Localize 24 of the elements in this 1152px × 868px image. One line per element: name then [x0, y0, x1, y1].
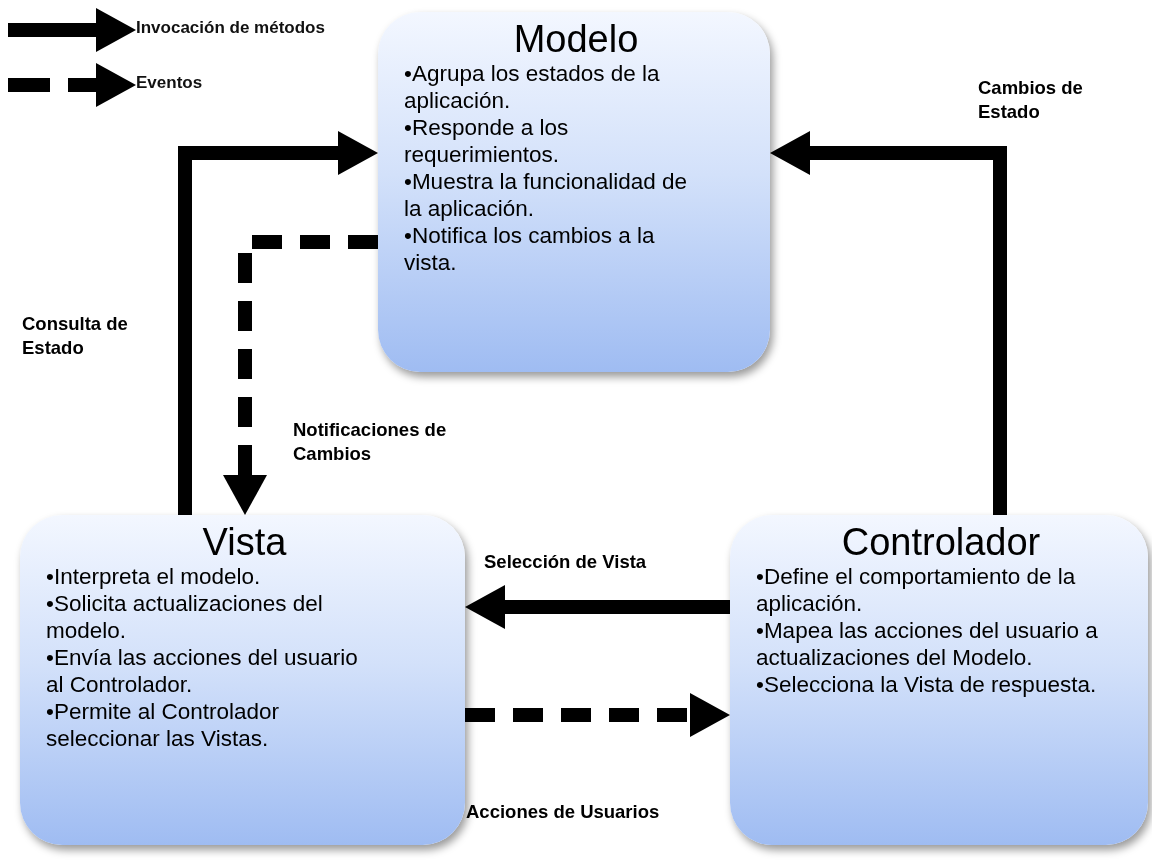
bullet-text: •Responde a los requerimientos. — [404, 114, 570, 168]
box-title: Modelo — [512, 18, 640, 60]
process-box — [20, 515, 465, 845]
arrow — [465, 693, 730, 737]
arrow — [465, 585, 730, 629]
bullet-text: •Agrupa los estados de la aplicación. — [404, 60, 661, 114]
bullet-text: •Notifica los cambios a la vista. — [404, 222, 656, 276]
legend-label: Invocación de métodos — [136, 18, 325, 38]
process-box — [378, 12, 770, 372]
arrow — [223, 235, 378, 515]
box-title: Controlador — [840, 521, 1042, 563]
arrow — [178, 131, 378, 515]
box-title: Vista — [201, 521, 288, 563]
bullet-text: •Envía las acciones del usuario al Controlador. — [46, 644, 359, 698]
bullet-text: •Interpreta el modelo. — [46, 563, 262, 590]
bullet-text: •Selecciona la Vista de respuesta. — [756, 671, 1098, 698]
bullet-text: •Permite al Controlador seleccionar las Vistas. — [46, 698, 280, 752]
bullet-text: •Solicita actualizaciones del modelo. — [46, 590, 324, 644]
process-box — [730, 515, 1148, 845]
bullet-text: •Define el comportamiento de la aplicación. — [756, 563, 1077, 617]
bullet-text: •Mapea las acciones del usuario a actualizaciones del Modelo. — [756, 617, 1099, 671]
arrow — [770, 131, 1007, 515]
bullet-text: •Muestra la funcionalidad de la aplicación. — [404, 168, 688, 222]
legend-label: Eventos — [136, 73, 203, 93]
